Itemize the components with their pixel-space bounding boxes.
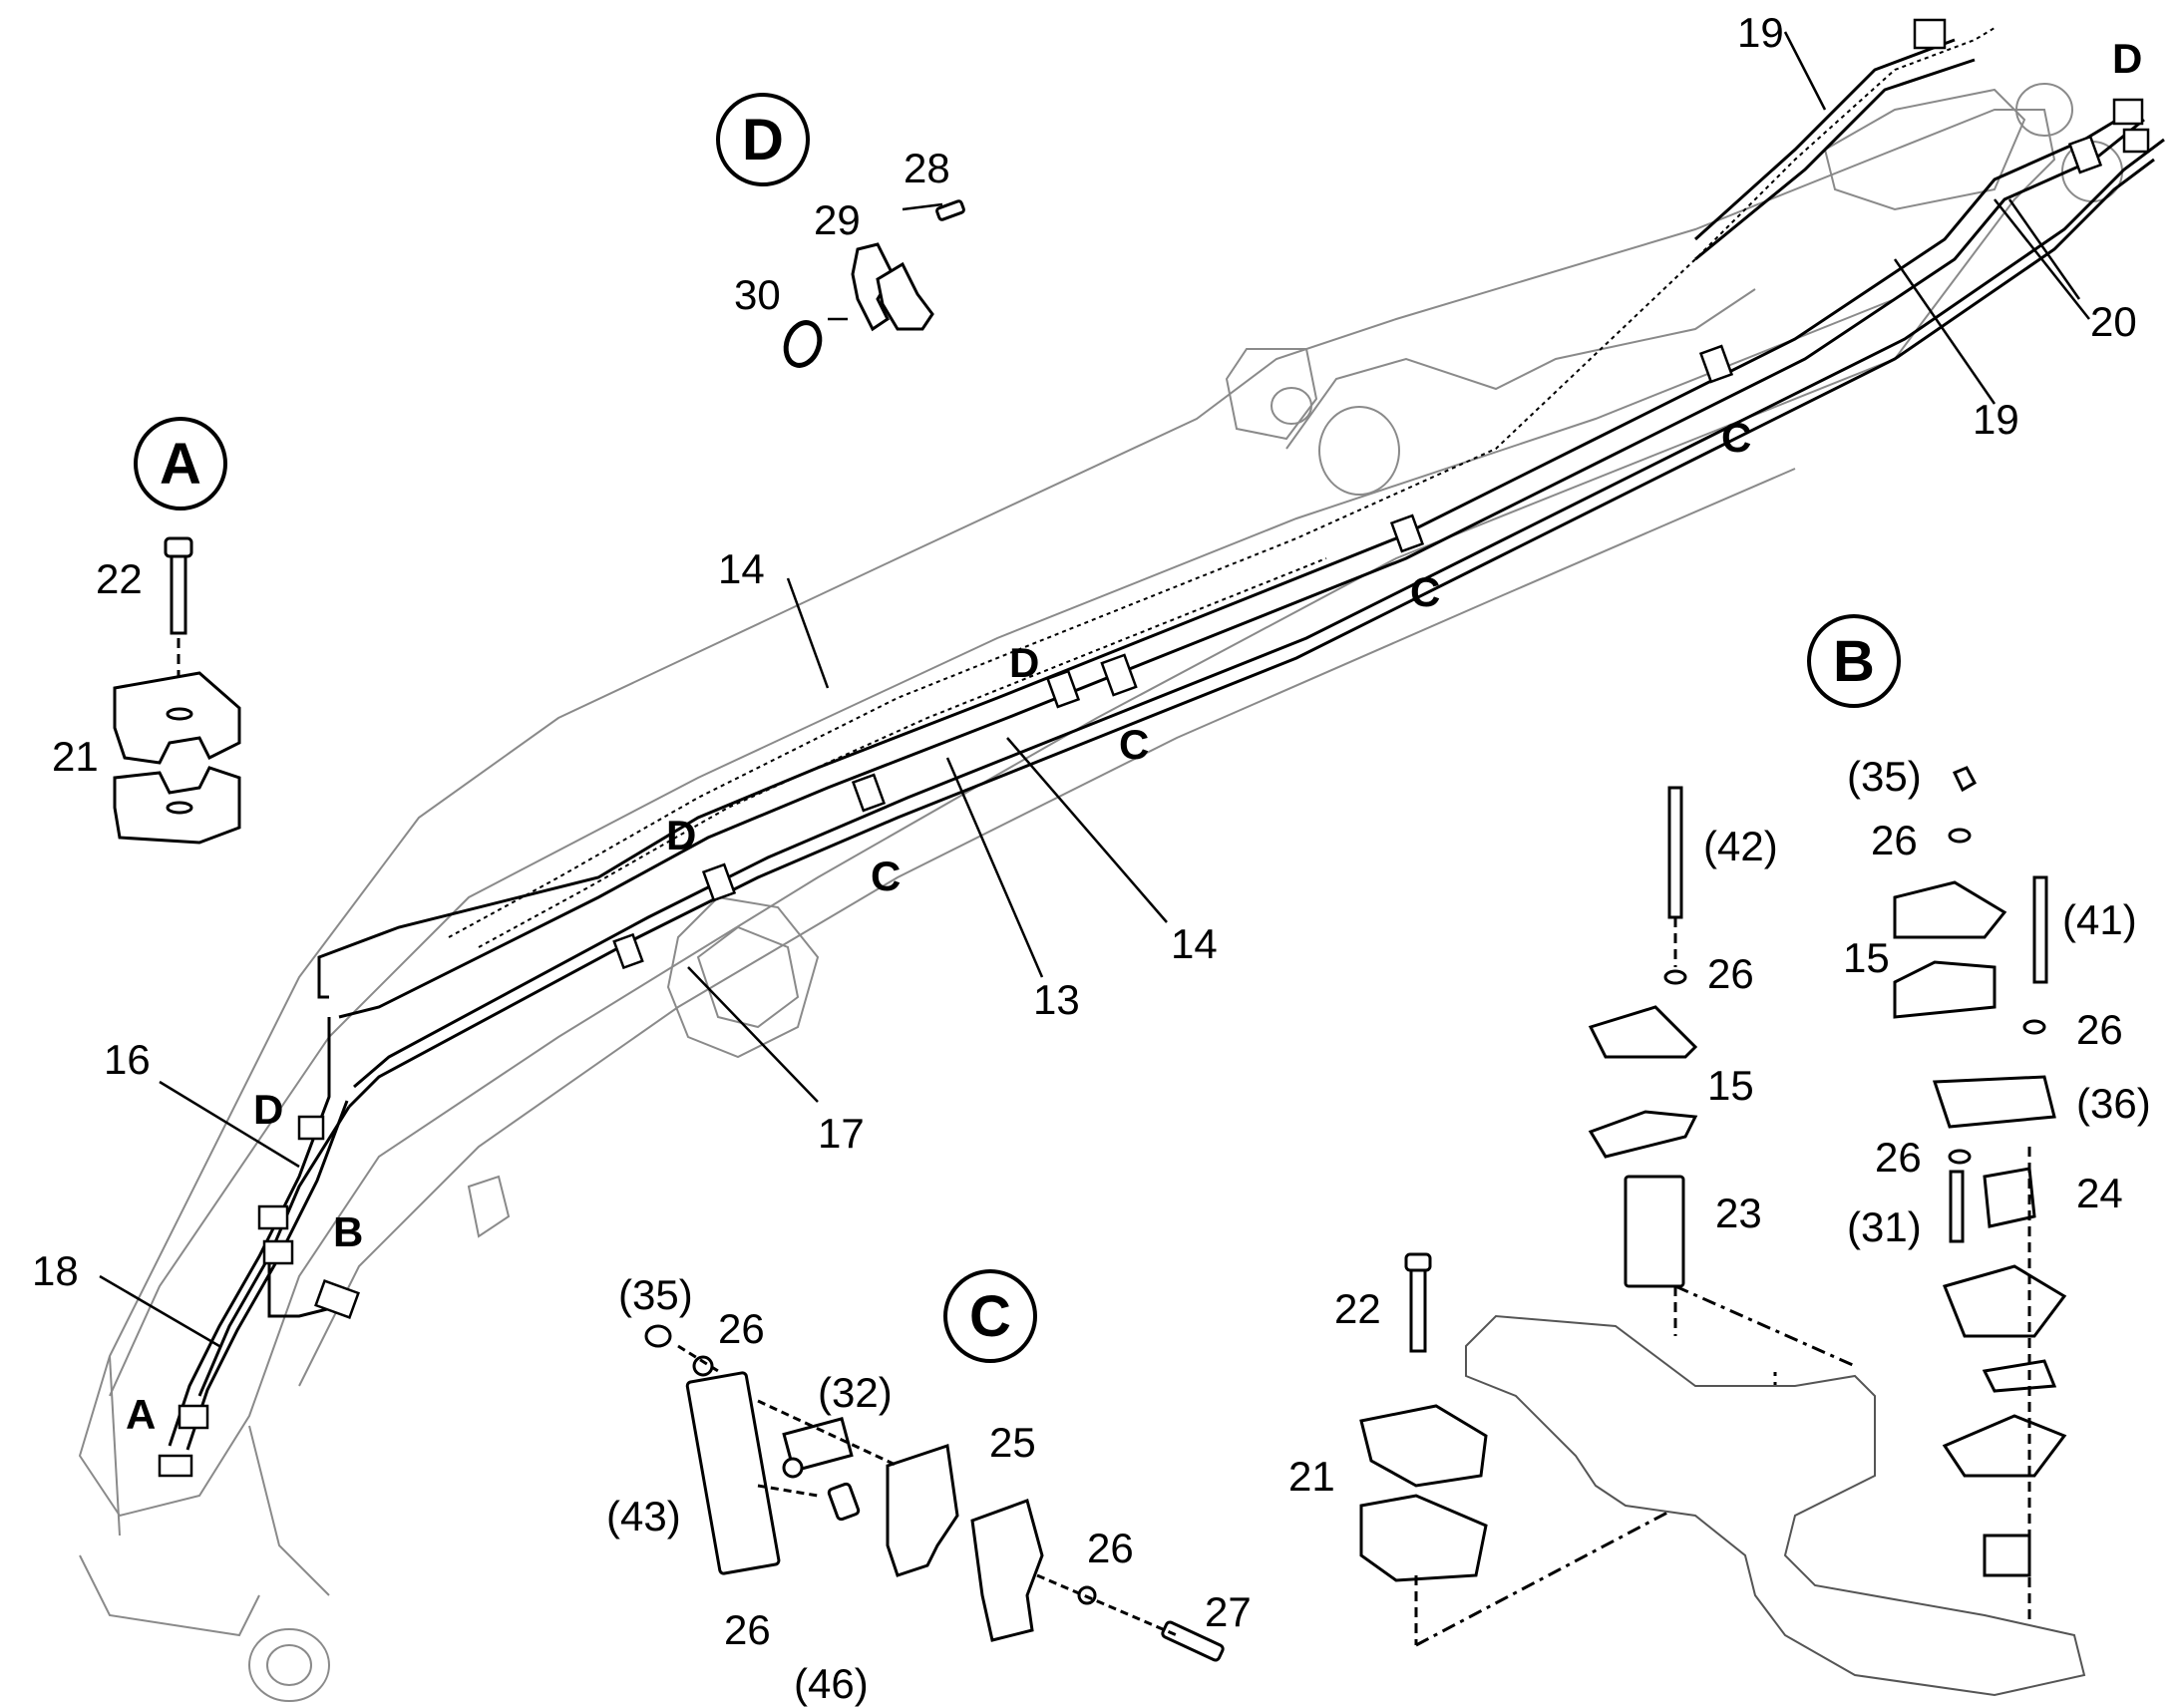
b-callout-35: (35): [1847, 753, 1922, 800]
hydraulic-pipes: [168, 27, 2165, 1451]
callout-18: 18: [32, 1247, 79, 1294]
detail-view-b-circle: B: [1807, 614, 1901, 708]
c-callout-32: (32): [818, 1369, 893, 1416]
c-callout-43: (43): [606, 1493, 681, 1539]
b-callout-15-right: 15: [1843, 934, 1890, 981]
d-detail-callout-28: 28: [904, 145, 950, 191]
callout-20: 20: [2090, 298, 2137, 345]
b-callout-42: (42): [1703, 823, 1778, 869]
c-callout-26-bottom: 26: [724, 1606, 771, 1653]
b-callout-23: 23: [1715, 1190, 1762, 1236]
detail-d-parts: [783, 199, 965, 368]
a-detail-callout-22: 22: [96, 555, 143, 602]
callout-16: 16: [104, 1036, 151, 1083]
c-callout-46: (46): [794, 1660, 869, 1707]
b-callout-26-mid: 26: [2076, 1006, 2123, 1053]
marker-c3: C: [1119, 721, 1150, 768]
marker-d-mid: D: [1009, 639, 1040, 686]
b-callout-41: (41): [2062, 896, 2137, 943]
marker-c4: C: [871, 853, 902, 899]
b-callout-26-left: 26: [1707, 950, 1754, 997]
marker-a: A: [126, 1391, 157, 1438]
marker-d-lower: D: [253, 1086, 284, 1133]
c-callout-27: 27: [1205, 1588, 1252, 1635]
callout-17: 17: [818, 1110, 865, 1157]
marker-d-left: D: [666, 812, 697, 858]
detail-view-c-circle: C: [943, 1269, 1037, 1363]
marker-b: B: [333, 1208, 364, 1255]
c-callout-26-right: 26: [1087, 1525, 1134, 1571]
d-detail-callout-30: 30: [734, 271, 781, 318]
boom-outline: [78, 83, 2123, 1702]
detail-b-parts: [1359, 766, 2086, 1697]
marker-c2: C: [1410, 568, 1441, 615]
b-callout-31: (31): [1847, 1203, 1922, 1250]
callout-14-upper: 14: [718, 545, 765, 592]
c-callout-25: 25: [989, 1419, 1036, 1466]
callout-19-top: 19: [1737, 9, 1784, 56]
b-callout-22: 22: [1334, 1285, 1381, 1332]
leader-lines: [99, 31, 2090, 1348]
c-callout-26-top: 26: [718, 1305, 765, 1352]
b-callout-36: (36): [2076, 1080, 2151, 1127]
detail-view-a-circle: A: [134, 417, 227, 511]
marker-d-top-right: D: [2112, 35, 2143, 82]
b-callout-21: 21: [1288, 1453, 1335, 1500]
callout-13: 13: [1033, 976, 1080, 1023]
b-callout-26-top: 26: [1871, 817, 1918, 863]
d-detail-callout-29: 29: [814, 196, 861, 243]
detail-a-parts: [113, 536, 241, 845]
boom-clamp-marks: [158, 18, 2150, 1478]
detail-view-d-circle: D: [716, 93, 810, 186]
a-detail-callout-21: 21: [52, 733, 99, 780]
b-callout-26-low: 26: [1875, 1134, 1922, 1181]
b-callout-15-left: 15: [1707, 1062, 1754, 1109]
marker-c1: C: [1721, 414, 1752, 461]
callout-19-right: 19: [1973, 396, 2019, 443]
c-callout-35: (35): [618, 1271, 693, 1318]
detail-c-parts: [644, 1324, 1225, 1662]
b-callout-24: 24: [2076, 1170, 2123, 1216]
callout-14-lower: 14: [1171, 920, 1218, 967]
